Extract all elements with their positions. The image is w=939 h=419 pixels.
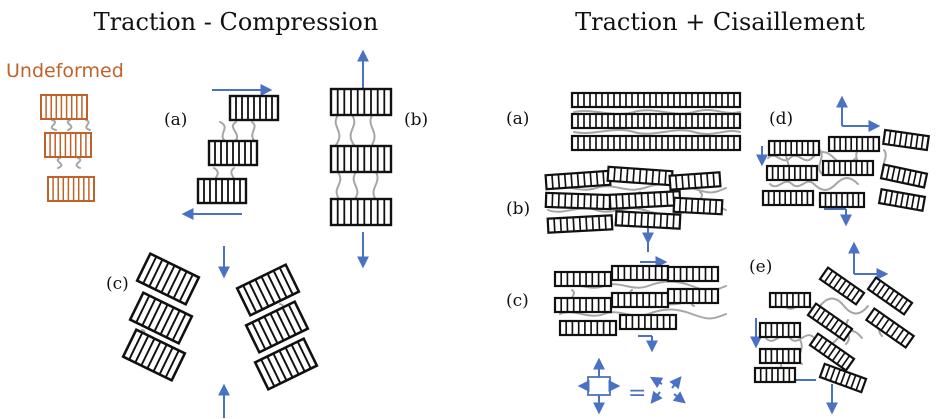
chains-undeformed — [50, 119, 91, 169]
lamella-right-b-3 — [668, 171, 722, 191]
undeformed-block-3 — [47, 176, 95, 202]
label-right-d: (d) — [769, 109, 793, 129]
label-left-a: (a) — [164, 110, 187, 130]
lamella-left-b-2 — [329, 144, 393, 174]
equals-sign: = — [628, 381, 646, 406]
lamella-left-a-3 — [196, 177, 248, 205]
lamella-right-c-8 — [618, 313, 678, 331]
chains-right-d — [767, 149, 887, 191]
title-traction-cisaillement: Traction + Cisaillement — [575, 8, 865, 36]
lamella-right-d-6 — [879, 163, 929, 189]
principal-arrow-1 — [649, 376, 664, 389]
lamella-right-b-2 — [606, 165, 674, 187]
label-left-b: (b) — [404, 110, 428, 130]
lamella-right-d-5 — [821, 159, 875, 177]
principal-arrow-3 — [650, 390, 663, 404]
lamella-right-e-5 — [806, 302, 854, 342]
lamella-left-c-3 — [121, 327, 187, 383]
label-right-a: (a) — [506, 109, 529, 129]
lamella-right-e-10 — [818, 362, 868, 394]
label-left-c: (c) — [106, 274, 129, 294]
lamella-right-d-3 — [881, 128, 931, 152]
lamella-left-a-1 — [228, 94, 280, 122]
lamella-right-c-4 — [553, 296, 613, 314]
lamella-right-e-6 — [864, 306, 916, 350]
lamella-right-b-5 — [608, 190, 682, 210]
lamella-left-b-1 — [329, 87, 393, 117]
lamella-left-c-2 — [128, 290, 194, 346]
lamella-right-b-6 — [672, 196, 724, 216]
lamella-right-c-7 — [558, 319, 618, 337]
lamella-right-d-4 — [765, 164, 819, 182]
stress-arrows — [181, 49, 889, 418]
lamella-right-b-8 — [614, 210, 682, 230]
label-right-b: (b) — [506, 199, 530, 219]
label-right-c: (c) — [506, 291, 529, 311]
lamella-right-d-7 — [761, 189, 815, 207]
title-traction-compression: Traction - Compression — [94, 8, 379, 36]
principal-arrow-2 — [669, 376, 682, 390]
label-right-e: (e) — [749, 257, 772, 277]
lamella-right-e-1 — [768, 291, 812, 309]
stress-element-square — [587, 376, 611, 396]
lamella-right-e-8 — [808, 332, 856, 372]
lamella-right-b-7 — [546, 214, 614, 234]
undeformed-label: Undeformed — [6, 60, 124, 82]
principal-arrow-4 — [672, 391, 686, 404]
lamella-left-c-6 — [253, 336, 319, 392]
lamella-right-c-2 — [610, 264, 670, 282]
lamella-right-e-7 — [758, 347, 802, 365]
undeformed-block-1 — [40, 94, 88, 120]
lamella-left-c-4 — [235, 262, 301, 318]
lamella-right-d-2 — [827, 135, 881, 153]
lamella-right-b-4 — [544, 191, 612, 211]
lamella-right-b-1 — [544, 169, 612, 191]
lamella-right-d-8 — [818, 191, 866, 209]
lamella-right-c-1 — [553, 270, 613, 288]
lamella-left-c-5 — [244, 299, 310, 355]
undeformed-block-2 — [44, 132, 92, 158]
lamella-right-a-3 — [570, 134, 742, 152]
lamella-right-a-1 — [570, 91, 742, 109]
lamella-left-b-3 — [329, 197, 393, 227]
lamella-right-c-3 — [666, 265, 720, 283]
lamella-right-c-5 — [610, 291, 670, 309]
chains-left-b — [334, 114, 379, 201]
lamella-right-e-2 — [818, 266, 866, 306]
crystalline-lamellae — [40, 87, 931, 394]
chains-right-a — [573, 109, 741, 135]
lamella-right-d-1 — [767, 139, 821, 157]
lamella-right-e-9 — [753, 366, 797, 384]
lamella-right-e-4 — [758, 321, 802, 339]
lamella-right-e-3 — [866, 276, 914, 316]
lamella-right-a-2 — [570, 112, 742, 130]
lamella-right-c-6 — [666, 287, 720, 305]
lamella-right-d-9 — [877, 188, 927, 212]
chains-left-a — [213, 121, 257, 181]
lamella-left-c-1 — [135, 251, 201, 307]
lamella-left-a-2 — [207, 139, 259, 167]
